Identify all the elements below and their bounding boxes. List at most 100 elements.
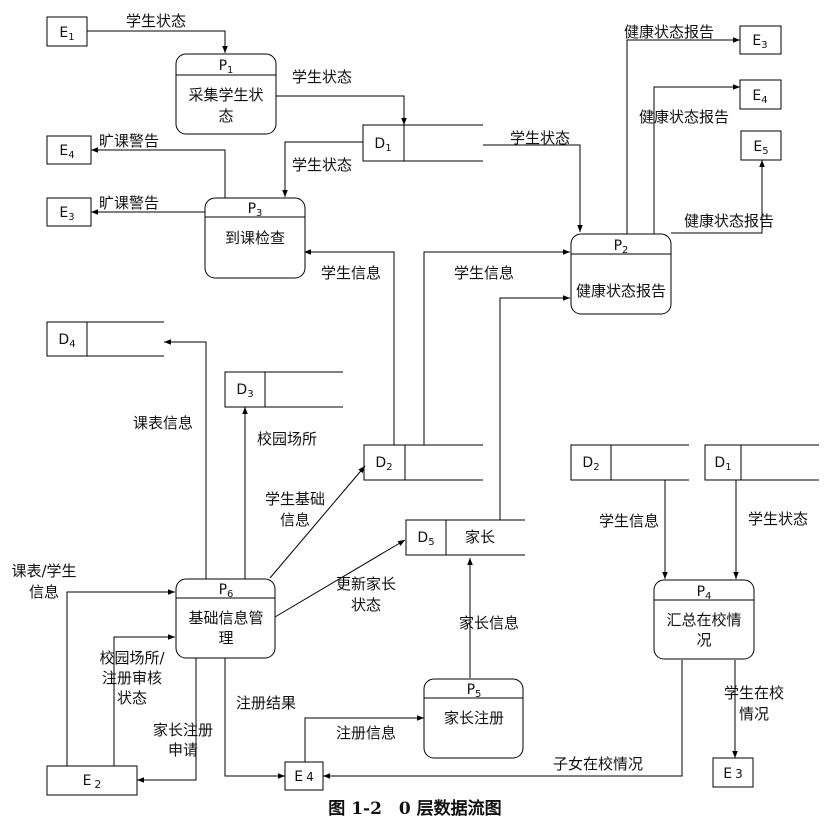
svg-text:P4: P4 <box>697 584 712 602</box>
svg-text:D1: D1 <box>714 455 731 473</box>
store-subscript: 4 <box>69 339 75 350</box>
svg-text:P6: P6 <box>219 582 234 600</box>
svg-text:E3: E3 <box>723 766 743 782</box>
entity-subscript: 5 <box>762 146 768 157</box>
flow-p3-e4 <box>91 147 226 199</box>
flow-label: 学生状态 <box>292 68 352 86</box>
flow-label: 学生信息 <box>599 512 659 530</box>
svg-text:D1: D1 <box>374 136 391 154</box>
entity-subscript: 3 <box>761 40 767 51</box>
flow-label: 学生在校 <box>724 684 784 702</box>
flow-label: 注册信息 <box>336 724 396 742</box>
flow-p2-e5 <box>671 160 765 234</box>
flow-label: 更新家长 <box>336 575 396 593</box>
flow-d2-p2 <box>423 249 570 445</box>
process-p1: P1 采集学生状 态 <box>175 53 277 135</box>
process-name-line-1: 采集学生状 <box>188 86 263 104</box>
flow-label: 健康状态报告 <box>639 108 729 126</box>
flow-label: 注册结果 <box>236 694 296 712</box>
process-name-line-1: 基础信息管 <box>188 609 263 627</box>
entity-subscript: 4 <box>306 770 314 784</box>
flow-e2-p6-b <box>113 634 175 766</box>
store-letter: D <box>236 382 247 398</box>
svg-text:E1: E1 <box>59 25 74 43</box>
flow-label: 学生状态 <box>292 156 352 174</box>
store-name: 家长 <box>465 528 495 546</box>
flow-labels: 学生状态 学生状态 学生状态 学生状态 健康状态报告 健康状态报告 健康状态报告… <box>11 12 808 773</box>
flow-p6-e4 <box>224 658 285 779</box>
svg-text:E2: E2 <box>83 773 102 791</box>
process-name-line-2: 况 <box>696 631 711 649</box>
flow-p1-d1 <box>276 95 407 125</box>
external-entity-e4-top: E4 <box>739 79 782 110</box>
svg-text:E5: E5 <box>753 139 768 157</box>
store-letter: D <box>417 530 428 546</box>
flow-p6-e2 <box>137 658 197 783</box>
flow-label: 课表信息 <box>133 414 193 432</box>
flow-label: 情况 <box>739 705 769 723</box>
flow-label: 信息 <box>280 511 310 529</box>
flow-label: 注册审核 <box>102 669 162 687</box>
store-letter: D <box>375 455 386 471</box>
flow-label: 健康状态报告 <box>684 212 774 230</box>
svg-text:E4: E4 <box>752 88 767 106</box>
flow-p6-d5 <box>274 539 406 618</box>
process-p6: P6 基础信息管 理 <box>175 578 276 659</box>
entity-subscript: 4 <box>761 95 767 106</box>
process-p3: P3 到课检查 <box>204 197 306 279</box>
store-letter: D <box>374 136 385 152</box>
flow-label: 学生信息 <box>454 264 514 282</box>
entity-letter: E <box>752 88 761 104</box>
entity-subscript: 4 <box>68 150 74 161</box>
store-subscript: 1 <box>385 143 391 154</box>
flow-d1-p2 <box>483 144 583 232</box>
flow-label: 信息 <box>29 583 59 601</box>
process-subscript: 3 <box>256 208 262 219</box>
figure-caption: 图 1-2 0 层数据流图 <box>328 798 501 819</box>
flow-label: 状态 <box>117 689 147 707</box>
flow-p2-e4 <box>653 84 740 234</box>
process-subscript: 2 <box>622 245 628 256</box>
external-entity-e3-left: E3 <box>46 197 92 227</box>
flow-label: 校园场所 <box>257 430 317 448</box>
process-subscript: 6 <box>227 589 233 600</box>
svg-text:E4: E4 <box>59 143 74 161</box>
process-subscript: 4 <box>705 591 711 602</box>
svg-text:P2: P2 <box>614 238 629 256</box>
entity-letter: E <box>83 773 92 789</box>
data-store-d5: D5 家长 <box>405 519 525 556</box>
process-name-line-1: 汇总在校情 <box>666 611 741 629</box>
svg-text:D3: D3 <box>236 382 253 400</box>
external-entity-e4-left: E4 <box>46 135 92 165</box>
flow-d2-p3 <box>304 249 395 445</box>
process-letter: P <box>248 201 256 217</box>
data-store-d1-top: D1 <box>362 124 483 162</box>
entity-letter: E <box>59 205 68 221</box>
flow-label: 旷课警告 <box>99 194 159 212</box>
entity-subscript: 3 <box>735 767 743 781</box>
external-entity-e5: E5 <box>740 130 782 161</box>
entity-subscript: 1 <box>68 32 74 43</box>
entity-letter: E <box>752 33 761 49</box>
svg-text:E4: E4 <box>294 769 314 785</box>
svg-text:D2: D2 <box>582 455 599 473</box>
data-store-d1-right: D1 <box>704 444 819 481</box>
flow-label: 健康状态报告 <box>624 23 714 41</box>
process-p5: P5 家长注册 <box>423 678 524 759</box>
data-store-d3: D3 <box>224 371 343 408</box>
svg-text:P1: P1 <box>219 58 234 76</box>
flow-p6-d2 <box>269 465 366 579</box>
process-name-line-1: 到课检查 <box>225 229 285 247</box>
flow-e2-p6-a <box>66 589 175 766</box>
process-letter: P <box>219 58 227 74</box>
process-letter: P <box>219 582 227 598</box>
process-letter: P <box>467 682 475 698</box>
svg-text:D2: D2 <box>375 455 392 473</box>
flow-d5-p2 <box>499 295 570 520</box>
flow-p6-d4 <box>164 339 207 580</box>
entity-letter: E <box>59 143 68 159</box>
flow-label: 课表/学生 <box>11 562 76 580</box>
